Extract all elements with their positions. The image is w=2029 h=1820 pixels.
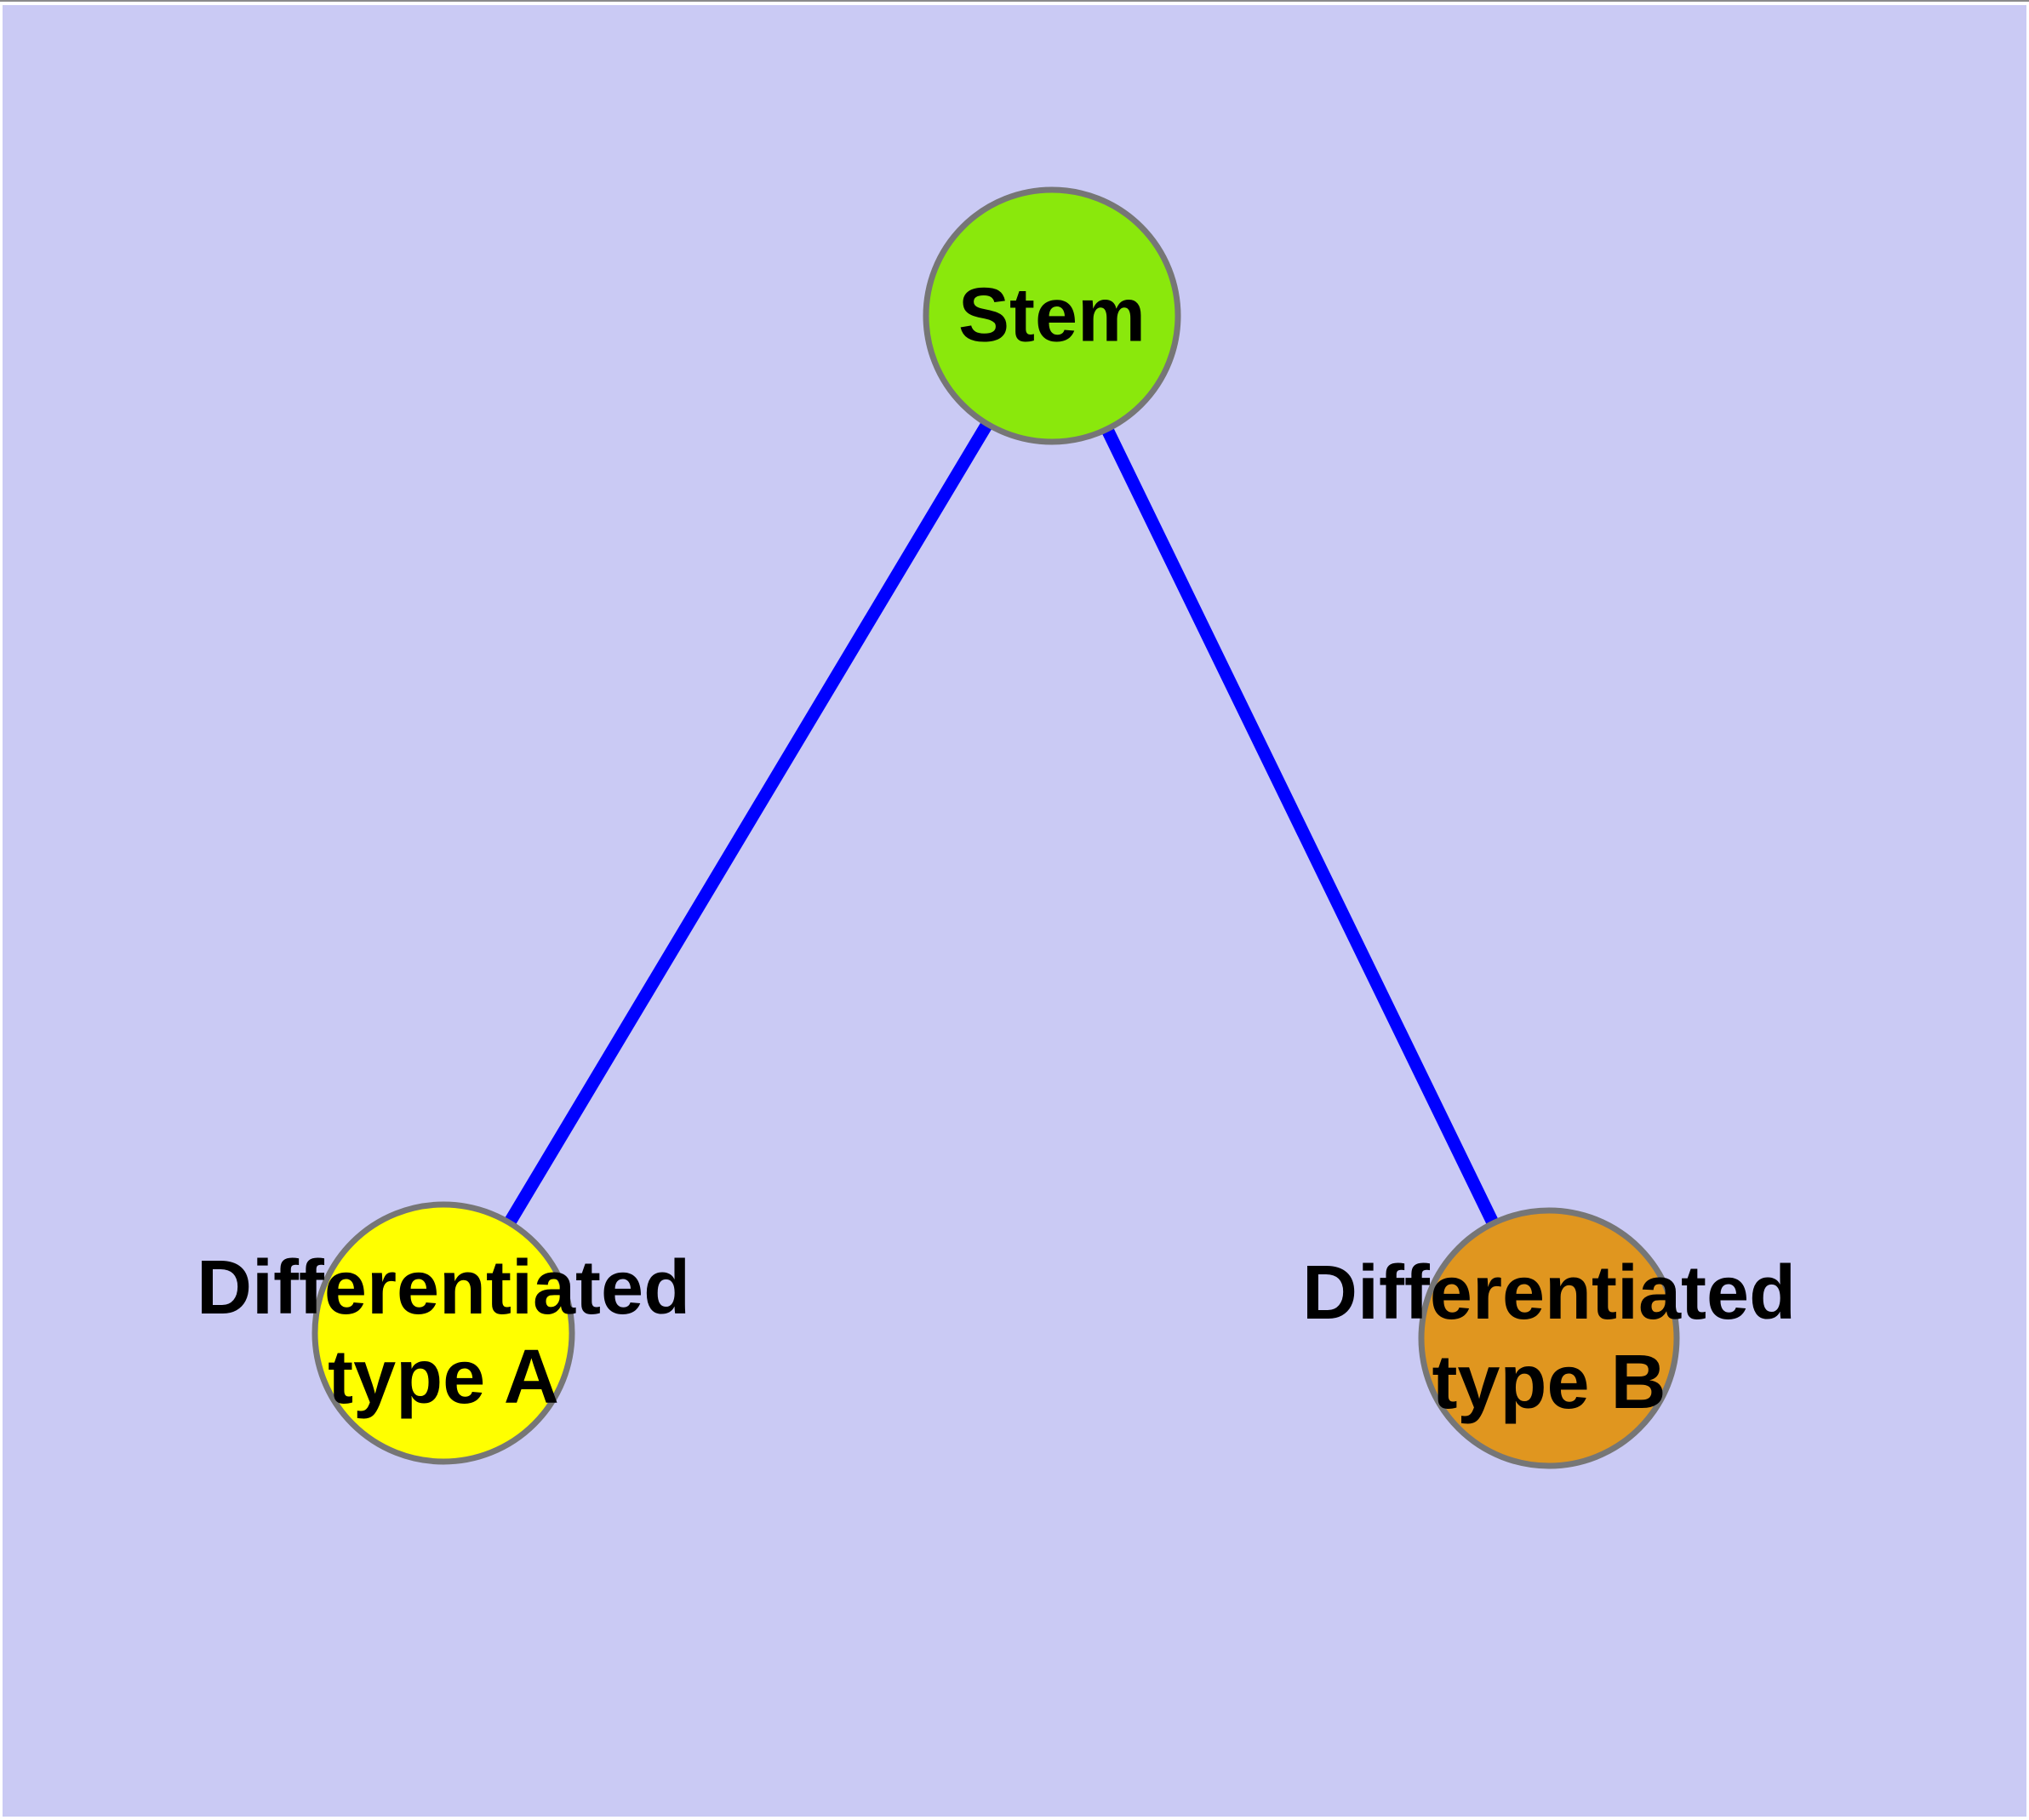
- edge-stem-to-type-b: [1046, 312, 1555, 1342]
- node-differentiated-type-b-circle[interactable]: [1418, 1207, 1680, 1469]
- edge-stem-to-type-a: [437, 312, 1058, 1336]
- node-stem-circle[interactable]: [923, 186, 1181, 445]
- node-differentiated-type-a-circle[interactable]: [311, 1201, 575, 1465]
- window-top-edge: [0, 0, 2029, 2]
